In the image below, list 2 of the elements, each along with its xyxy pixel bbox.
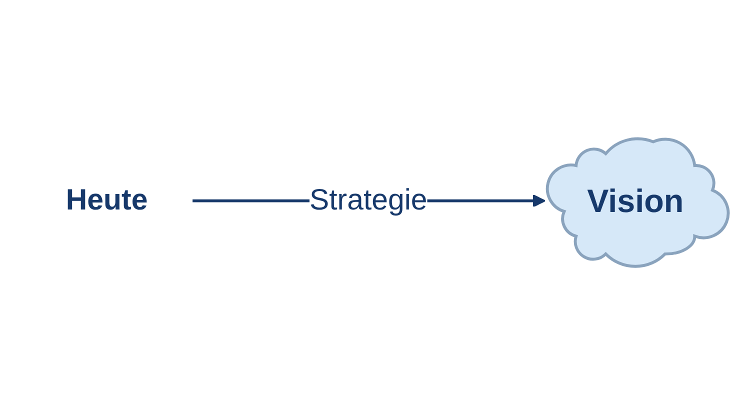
node-text: Heute — [66, 184, 148, 217]
edge-label: Strategie — [310, 184, 428, 217]
